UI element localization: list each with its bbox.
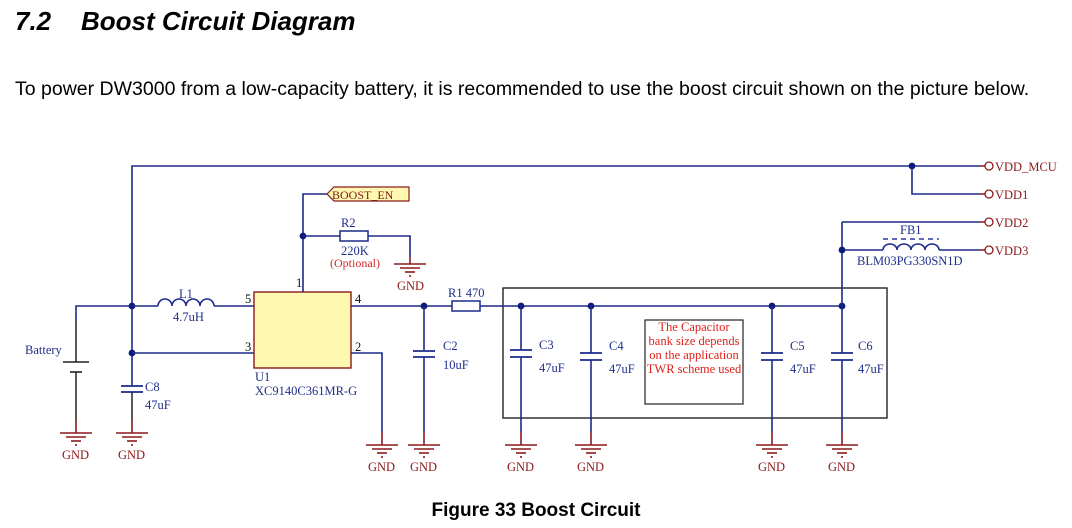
- c3-ref: C3: [539, 338, 554, 352]
- port-label: VDD1: [995, 188, 1028, 202]
- gnd-label: GND: [507, 460, 534, 474]
- gnd-label: GND: [118, 448, 145, 462]
- ferrite-bead-fb1: [882, 243, 940, 251]
- c2-value: 10uF: [443, 358, 469, 372]
- c6-value: 47uF: [858, 362, 884, 376]
- c5-ref: C5: [790, 339, 805, 353]
- r1-ref: R1 470: [448, 286, 484, 300]
- gnd-label: GND: [368, 460, 395, 474]
- note-line: The Capacitor: [658, 320, 730, 334]
- port-label: VDD3: [995, 244, 1028, 258]
- gnd-label: GND: [758, 460, 785, 474]
- fb1-ref: FB1: [900, 223, 922, 237]
- boost-en-netlabel: [326, 186, 410, 202]
- section-number: 7.2: [15, 6, 52, 36]
- figure-caption: Figure 33 Boost Circuit: [431, 500, 641, 521]
- ground-icon: [393, 263, 427, 277]
- gnd-label: GND: [62, 448, 89, 462]
- wire-pin2: [351, 352, 383, 432]
- note-line: TWR scheme used: [647, 362, 742, 376]
- note-line: on the application: [649, 348, 739, 362]
- u1-part: XC9140C361MR-G: [255, 384, 357, 398]
- ground-icon: [755, 444, 789, 458]
- ground-icon: [365, 444, 399, 458]
- c4-value: 47uF: [609, 362, 635, 376]
- junction-dot: [908, 162, 916, 170]
- wire-r2-right: [368, 235, 411, 257]
- l1-ref: L1: [179, 287, 193, 301]
- note-box: [644, 319, 744, 405]
- battery-symbol: [63, 361, 89, 373]
- boost-en-label: BOOST_EN: [332, 188, 394, 202]
- pin4-label: 4: [355, 292, 362, 306]
- fb1-part: BLM03PG330SN1D: [857, 254, 963, 268]
- c8-ref: C8: [145, 380, 160, 394]
- gnd-label: GND: [828, 460, 855, 474]
- ground-icon: [504, 444, 538, 458]
- gnd-label: GND: [410, 460, 437, 474]
- l1-value: 4.7uH: [173, 310, 204, 324]
- ic-u1: [253, 291, 352, 369]
- capacitor-c8: [121, 385, 143, 393]
- pin3-label: 3: [245, 340, 251, 354]
- r2-value: 220K: [341, 244, 369, 258]
- r2-ref: R2: [341, 216, 356, 230]
- capacitor-bank-box: [502, 287, 888, 419]
- r2-note: (Optional): [330, 256, 380, 270]
- wire-top-rail: [131, 165, 980, 306]
- pin1-label: 1: [296, 276, 302, 290]
- capacitor-c4: [580, 352, 602, 361]
- capacitor-c5: [761, 352, 783, 361]
- wire-vdd1-branch: [911, 166, 980, 195]
- ground-icon: [59, 432, 93, 446]
- port-vdd-mcu: VDD_MCU: [980, 160, 1057, 174]
- c6-ref: C6: [858, 339, 873, 353]
- port-label: VDD_MCU: [995, 160, 1057, 174]
- port-vdd2: VDD2: [980, 216, 1028, 230]
- c2-ref: C2: [443, 339, 458, 353]
- resistor-r1: [451, 300, 481, 312]
- intro-paragraph: To power DW3000 from a low-capacity batt…: [15, 78, 1030, 100]
- battery-label: Battery: [25, 343, 63, 357]
- port-vdd3: VDD3: [980, 244, 1028, 258]
- ground-icon: [115, 432, 149, 446]
- capacitor-c2: [413, 350, 435, 358]
- section-heading: 7.2 Boost Circuit Diagram: [15, 6, 356, 37]
- junction-dot: [838, 246, 846, 254]
- capacitor-c6: [831, 352, 853, 361]
- c4-ref: C4: [609, 339, 624, 353]
- gnd-label: GND: [577, 460, 604, 474]
- c5-value: 47uF: [790, 362, 816, 376]
- gnd-label: GND: [397, 279, 424, 293]
- ground-icon: [574, 444, 608, 458]
- note-line: bank size depends: [649, 334, 740, 348]
- port-label: VDD2: [995, 216, 1028, 230]
- resistor-r2: [339, 230, 369, 242]
- ground-icon: [825, 444, 859, 458]
- pin2-label: 2: [355, 340, 361, 354]
- c8-value: 47uF: [145, 398, 171, 412]
- u1-ref: U1: [255, 370, 270, 384]
- ground-icon: [407, 444, 441, 458]
- wire-battery-top: [75, 305, 132, 320]
- c3-value: 47uF: [539, 361, 565, 375]
- pin5-label: 5: [245, 292, 251, 306]
- wire-pin1: [302, 193, 327, 292]
- inductor-l1: [157, 298, 215, 307]
- section-title: Boost Circuit Diagram: [81, 6, 356, 36]
- port-vdd1: VDD1: [980, 188, 1028, 202]
- capacitor-c3: [510, 349, 532, 358]
